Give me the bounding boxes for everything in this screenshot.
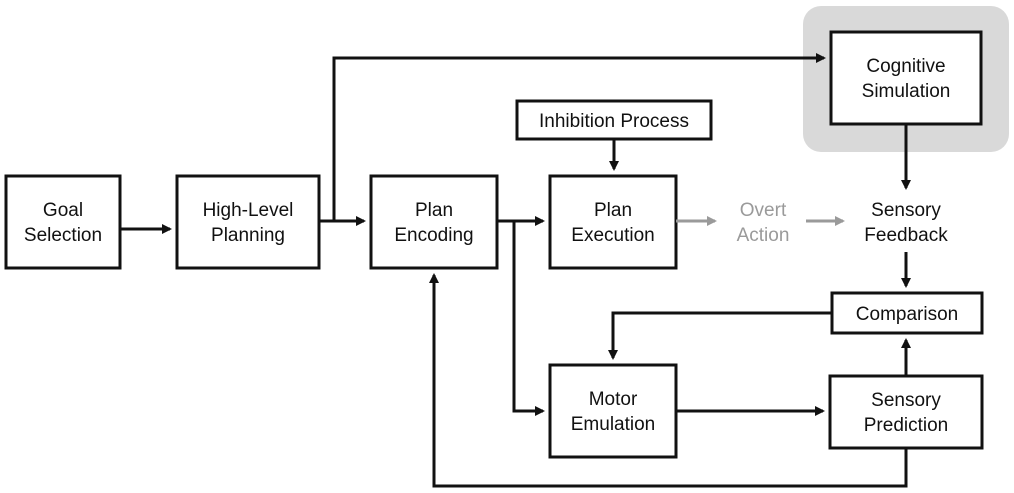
- sensory-prediction-label-line2: Prediction: [864, 415, 949, 436]
- motor-emulation-node: Motor Emulation: [548, 363, 678, 459]
- motor-emulation-label-line2: Emulation: [571, 414, 656, 435]
- goal-selection-label-line1: Goal: [43, 200, 83, 221]
- inhibition-process-node: Inhibition Process: [515, 99, 713, 141]
- overt-action-node: Overt Action: [737, 200, 790, 246]
- arrow-comparison-to-motor-emulation: [608, 311, 832, 360]
- sensory-feedback-label-line2: Feedback: [864, 225, 948, 246]
- plan-execution-node: Plan Execution: [548, 174, 678, 270]
- inhibition-process-label: Inhibition Process: [539, 111, 689, 132]
- high-level-planning-node: High-Level Planning: [175, 174, 321, 270]
- cognitive-simulation-node: Cognitive Simulation: [829, 30, 983, 126]
- arrow-planning-to-cognitive-simulation: [319, 53, 826, 223]
- plan-execution-label-line1: Plan: [594, 200, 632, 221]
- cognitive-simulation-label-line2: Simulation: [862, 81, 951, 102]
- goal-selection-label-line2: Selection: [24, 225, 102, 246]
- overt-action-label-line2: Action: [737, 225, 790, 246]
- sensory-prediction-label-line1: Sensory: [871, 390, 941, 411]
- overt-action-label-line1: Overt: [740, 200, 787, 221]
- comparison-label: Comparison: [856, 304, 958, 325]
- arrow-encoding-to-motor-emulation: [497, 219, 545, 416]
- plan-execution-label-line2: Execution: [571, 225, 654, 246]
- plan-encoding-label-line1: Plan: [415, 200, 453, 221]
- high-level-planning-label-line2: Planning: [211, 225, 285, 246]
- sensory-feedback-node: Sensory Feedback: [864, 200, 948, 246]
- sensory-feedback-label-line1: Sensory: [871, 200, 941, 221]
- high-level-planning-label-line1: High-Level: [203, 200, 294, 221]
- plan-encoding-node: Plan Encoding: [369, 174, 499, 270]
- motor-emulation-label-line1: Motor: [589, 389, 638, 410]
- arrow-prediction-to-encoding: [429, 273, 908, 488]
- goal-selection-node: Goal Selection: [4, 174, 122, 270]
- sensory-prediction-node: Sensory Prediction: [828, 374, 984, 450]
- plan-encoding-label-line2: Encoding: [394, 225, 473, 246]
- cognitive-simulation-label-line1: Cognitive: [866, 56, 945, 77]
- comparison-node: Comparison: [830, 291, 984, 335]
